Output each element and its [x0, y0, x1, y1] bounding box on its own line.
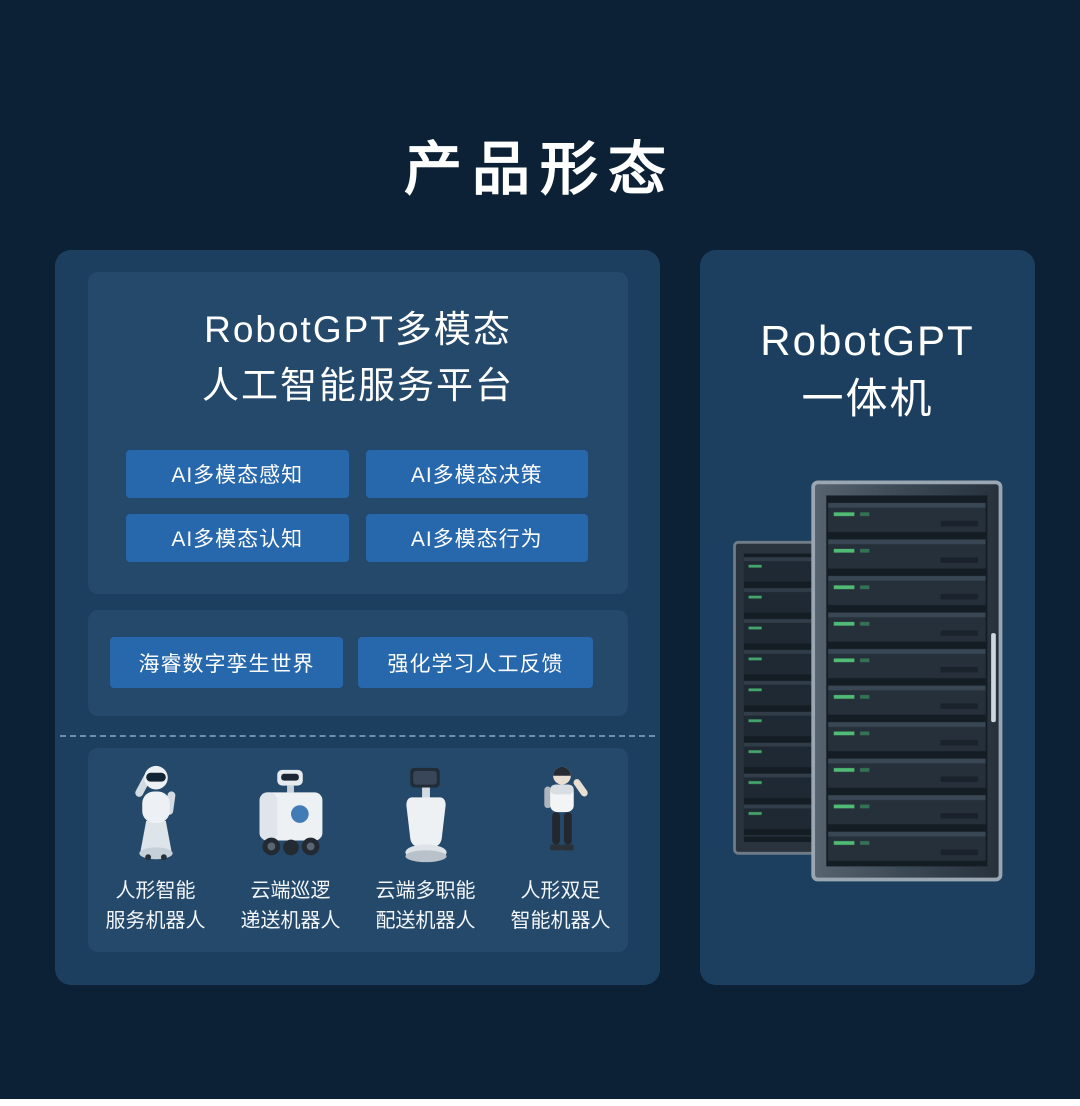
- humanoid-service-robot-image: [134, 765, 175, 861]
- allinone-panel: RobotGPT 一体机: [700, 250, 1035, 985]
- feature-chip-rlhf: 强化学习人工反馈: [358, 637, 593, 688]
- robots-card: 人形智能 服务机器人: [88, 748, 628, 952]
- platform-title-line2: 人工智能服务平台: [202, 365, 514, 406]
- bottom-white-bar: [0, 1099, 1080, 1106]
- capability-chip-perception: AI多模态感知: [126, 450, 349, 498]
- robot-figure-bipedal: 人形双足 智能机器人: [493, 748, 628, 952]
- robot-figure-patrol: 云端巡逻 递送机器人: [223, 748, 358, 952]
- dashed-divider: [60, 735, 655, 737]
- robot-figure-service: 人形智能 服务机器人: [88, 748, 223, 952]
- platform-panel: RobotGPT多模态 人工智能服务平台 AI多模态感知 AI多模态决策 AI多…: [55, 250, 660, 985]
- capability-chip-decision: AI多模态决策: [365, 450, 588, 498]
- robot-caption-service: 人形智能 服务机器人: [105, 880, 206, 932]
- platform-title: RobotGPT多模态 人工智能服务平台: [88, 272, 628, 414]
- page-title: 产品形态: [403, 137, 676, 202]
- robot-caption-bipedal: 人形双足 智能机器人: [510, 880, 611, 932]
- allinone-title-line1: RobotGPT: [760, 317, 975, 364]
- platform-title-line1: RobotGPT多模态: [204, 309, 512, 350]
- allinone-title: RobotGPT 一体机: [700, 312, 1035, 428]
- capability-chip-grid: AI多模态感知 AI多模态决策 AI多模态认知 AI多模态行为: [126, 450, 588, 562]
- capability-chip-cognition: AI多模态认知: [126, 514, 349, 562]
- bipedal-humanoid-robot-image: [543, 766, 588, 851]
- multirole-delivery-robot-image: [404, 767, 447, 863]
- features-card: 海睿数字孪生世界 强化学习人工反馈: [88, 610, 628, 716]
- robot-figure-multirole: 云端多职能 配送机器人: [358, 748, 493, 952]
- robot-caption-multirole: 云端多职能 配送机器人: [375, 880, 476, 932]
- robots-row: 人形智能 服务机器人: [88, 748, 628, 952]
- feature-chip-digital-twin: 海睿数字孪生世界: [110, 637, 343, 688]
- patrol-delivery-robot-image: [259, 769, 322, 856]
- platform-card: RobotGPT多模态 人工智能服务平台 AI多模态感知 AI多模态决策 AI多…: [88, 272, 628, 594]
- server-racks-image: [727, 455, 1008, 905]
- allinone-title-line2: 一体机: [801, 375, 934, 422]
- capability-chip-behavior: AI多模态行为: [365, 514, 588, 562]
- robot-caption-patrol: 云端巡逻 递送机器人: [240, 880, 341, 932]
